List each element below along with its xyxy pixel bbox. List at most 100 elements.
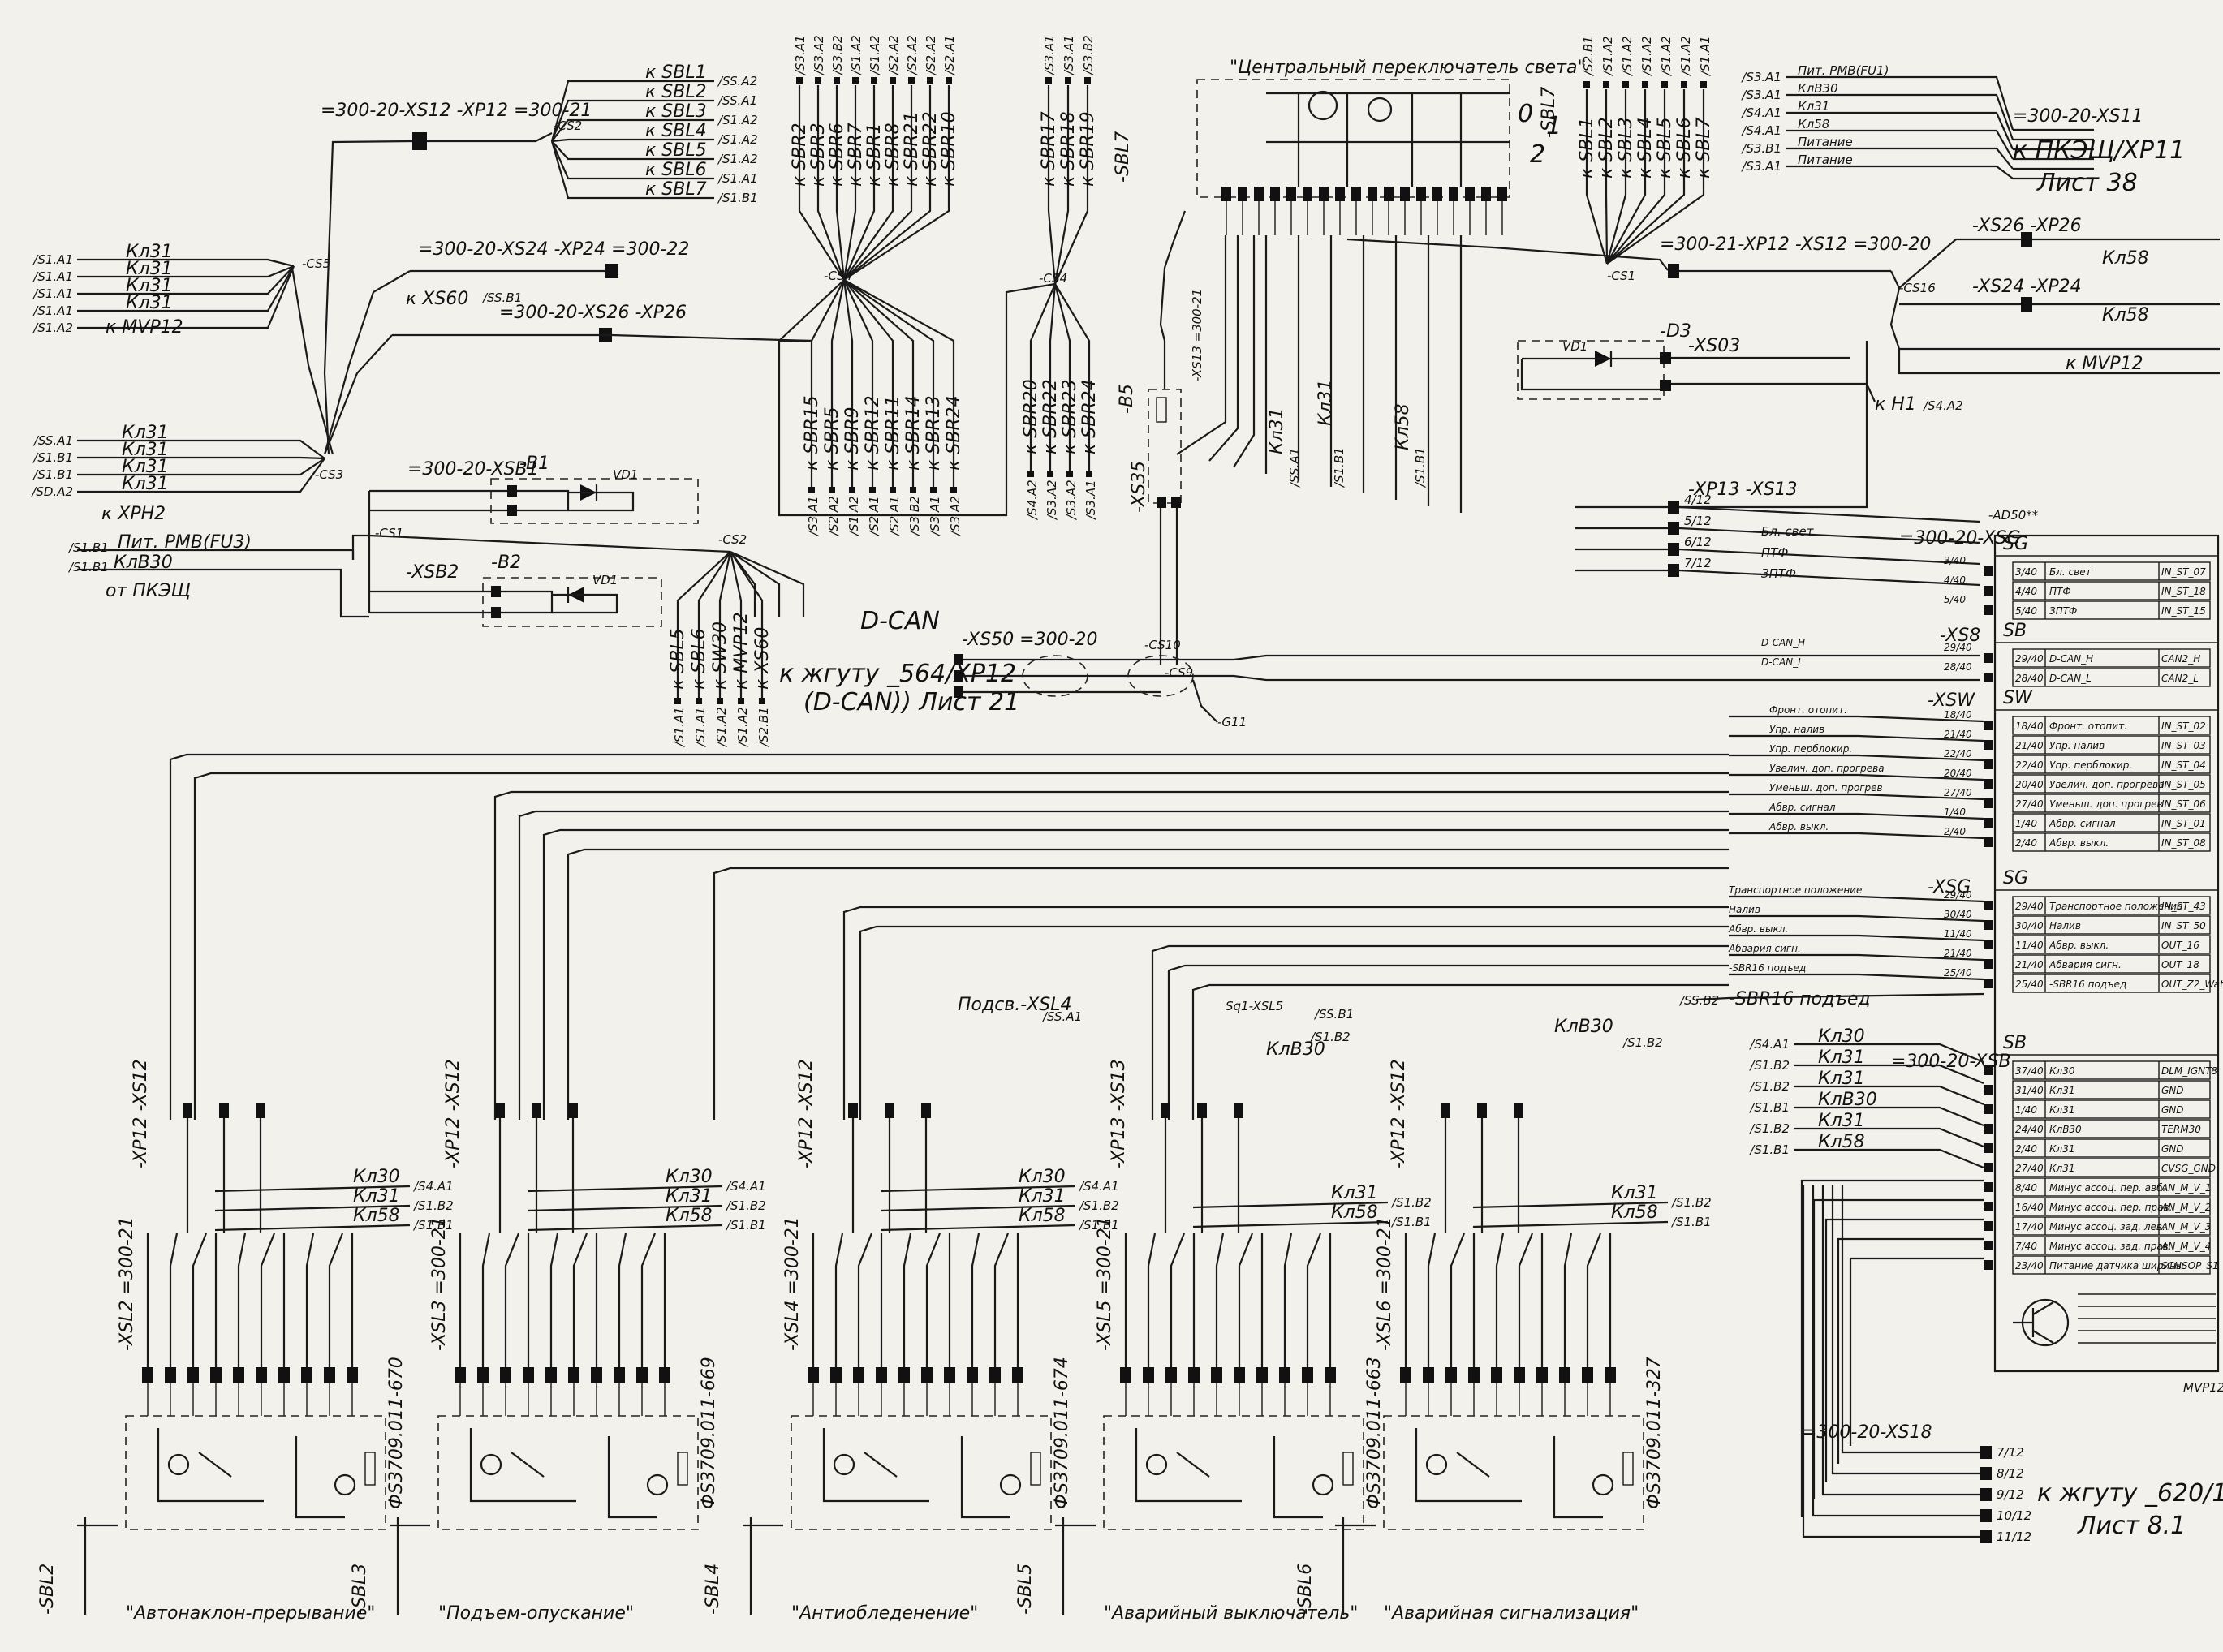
sbl-fan-wire [550,140,714,200]
mvp12-section-name: SG [2003,534,2028,554]
right-sbl-label: к SBL5 [1655,117,1675,179]
xsw-wire [1729,715,1984,723]
mvp12-row-pin: 18/40 [2015,721,2044,732]
b-common-bus [351,491,371,613]
mvp12-row-code: IN_ST_07 [2161,566,2206,578]
mvp12-row-box [2012,1080,2211,1099]
switch-pin [477,1367,489,1383]
mvp-bottom-left-wire [1794,1106,1984,1127]
b2-diode-wires [552,587,618,614]
sbg1-top-wire [843,85,913,281]
mvp12-row-box [2012,668,2211,687]
mvp12-row-pin-block [1984,1085,1993,1095]
xs18-riser [1841,1185,1846,1454]
mvp12-row-pin-block [1984,818,1993,828]
switch-resistor [1342,1452,1354,1486]
mvp12-row-divider [2044,955,2160,973]
switch-sb: -SBL4 [703,1564,723,1615]
switch-pin [636,1367,648,1383]
switch-lead-up [572,1233,588,1367]
kl-b30-b-label: КлВ30 [1554,1017,1613,1037]
mid-left-label: Кл31 [122,474,169,494]
b5-resistor [1156,397,1167,423]
mvp12-row-divider [2044,1178,2160,1196]
sbl-fan-wire [550,140,714,180]
xs18-pin [1980,1467,1992,1480]
xsg-wire-label: Абвр. выкл. [1728,923,1788,935]
xs03-label: -XS03 [1688,336,1740,356]
xsw-wire [1729,773,1984,781]
switch-lead-up [857,1233,873,1367]
switch-pin [545,1367,557,1383]
b1-wires [369,489,570,512]
switch-lamp-icon [999,1473,1022,1496]
xsg-wire [1729,914,1984,923]
mvp12-row-code: DLM_IGNT8 [2161,1065,2217,1077]
mid-fan-arrow [696,698,702,704]
xs11-end: /S3.B1 [1740,141,1781,156]
to-mvp12-left-label: к MVP12 [106,317,183,338]
switch-pin [1582,1367,1593,1383]
switch-part: ФS3709.011-669 [699,1357,719,1509]
switch-conn: -XP13 -XS13 [1109,1059,1129,1168]
switch-part: ФS3709.011-663 [1364,1357,1385,1509]
xs11-end: /S4.A1 [1740,123,1781,138]
sbg1-top-wire [843,85,950,281]
sbg1-bottom-end: /S2.A1 [867,496,881,537]
wire-xp12-chain [1493,246,1891,273]
trunk-cs3-xs12 [323,140,413,455]
switch-lead-up [481,1233,491,1367]
sbg1-bottom-wire [830,279,846,487]
wire-to-cs2 [427,132,553,143]
xp12-chain-plug [1668,264,1679,278]
mvp12-row-pin-block [1984,798,1993,808]
sbg1-bottom-end: /S3.A1 [806,496,821,537]
xsb-label: =300-20-XSB [1891,1052,2011,1072]
b2-pin2 [491,607,501,618]
switch-lead-up [1147,1233,1157,1367]
mvp12-row-label: Минус ассоц. зад. прав. [2049,1241,2172,1252]
mid-fan-label: к MVP12 [731,612,752,690]
mvp12-row-pin: 29/40 [2015,901,2044,912]
mvp12-row-pin: 27/40 [2015,798,2044,810]
switch-part: ФS3709.011-674 [1052,1357,1072,1509]
sbg1-bottom-arrow [849,487,855,493]
mvp12-xsg-head: =300-20-XSG [1899,528,2021,549]
xs13-side-label: -XS13 =300-21 [1190,289,1204,381]
switch-ground [1335,1517,1376,1615]
mvp12-row-box [2012,896,2211,915]
bus-line [567,848,1729,1120]
xs11-end: /S3.A1 [1740,159,1781,174]
mvp12-block-frame [1993,534,2220,1373]
sbg1-top-label: к SBR10 [939,111,959,187]
right-sbl-wire [1585,89,1609,265]
mvp12-row-pin-block [1984,740,1993,750]
sbg2-top-end: /S3.B2 [1081,35,1096,76]
switch-pin [591,1367,602,1383]
switch-lead-up [971,1233,980,1367]
sbr16-label: -SBR16 подъед [1729,989,1871,1009]
xp13-pin-label: 6/12 [1684,535,1712,549]
switch-lead-up [305,1233,315,1367]
mvp12-row-label: Транспортное положение [2049,901,2182,912]
mvp12-row-box [2012,648,2211,668]
mvp12-row-code: TERM30 [2161,1124,2201,1135]
switch-lead-up [1170,1233,1186,1367]
switch-lead-up [1215,1233,1225,1367]
xsw-wire-pin: 2/40 [1944,826,1966,837]
xsw-wire [1729,754,1984,762]
kl-b30-a-label: КлВ30 [1266,1039,1325,1060]
bus-line [1191,983,1729,1120]
mvp-bottom-left-wire [1794,1148,1984,1169]
switch-conn-plug [1197,1103,1207,1118]
switch-pin [187,1367,199,1383]
xsw-wire-pin: 21/40 [1944,729,1972,740]
switch-led-icon [480,1453,502,1476]
light-switch-pin [1221,187,1231,201]
mid-fan-arrow [717,698,723,704]
right-sbl-label: к SBL3 [1616,117,1636,179]
xs50-label: -XS50 =300-20 [962,630,1098,650]
right-sbl-ref: -SBL7 [1539,87,1559,138]
mvp12-row-label: Налив [2049,920,2081,931]
